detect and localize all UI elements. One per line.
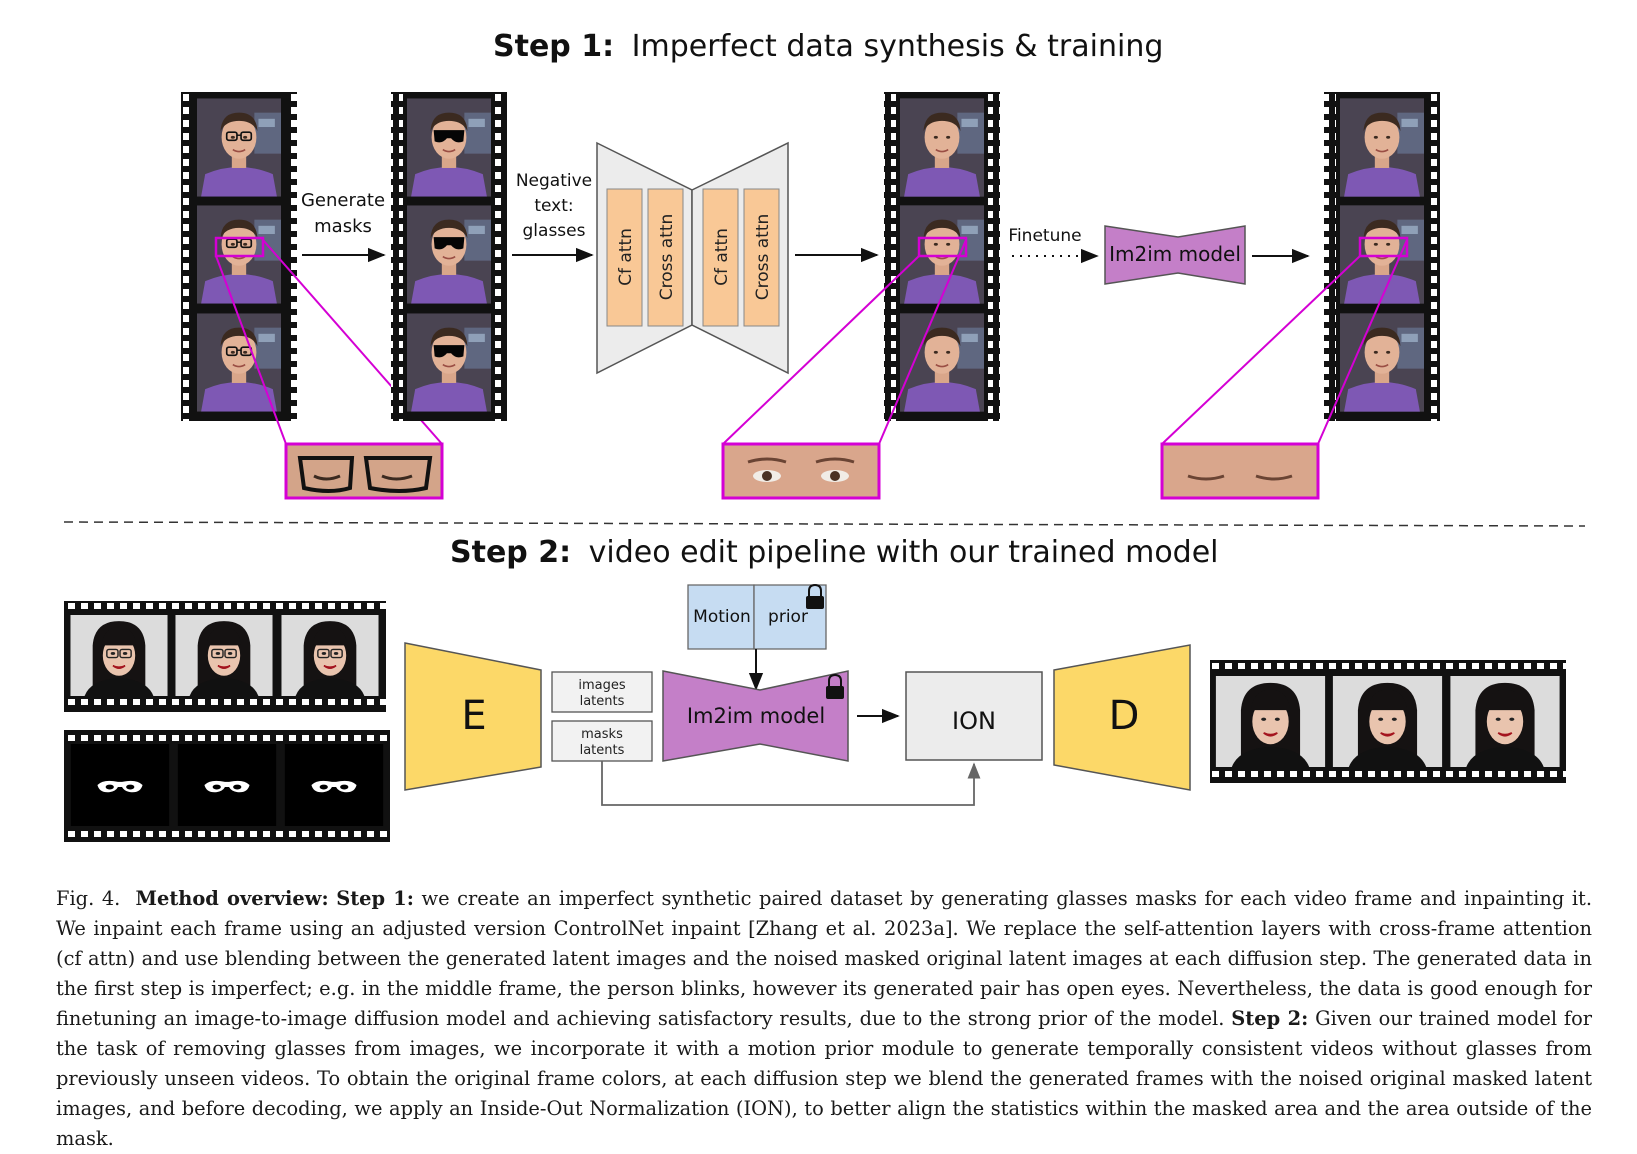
caption-overview: Method overview:: [135, 887, 329, 910]
text-label: text:: [534, 196, 573, 216]
image-latents-box: images latents: [551, 671, 653, 713]
ion-block: ION: [905, 671, 1043, 761]
svg-text:E: E: [461, 693, 486, 739]
film-strip-output: [1324, 92, 1440, 421]
zoom-inset-closed-eyes: [1160, 442, 1320, 500]
zoom-box: [214, 236, 265, 258]
caption-step1: Step 1:: [336, 887, 414, 910]
film-strip-original: [181, 92, 297, 421]
input-video-strip: [64, 601, 386, 712]
film-strip-generated: [884, 92, 1000, 421]
step1-text: Imperfect data synthesis & training: [632, 29, 1164, 64]
mask-video-strip: [64, 730, 390, 842]
cross-attn-label: Cross attn: [657, 214, 677, 301]
mask-skip-arrow: [601, 761, 981, 806]
svg-text:prior: prior: [768, 607, 808, 627]
svg-text:images: images: [578, 678, 625, 693]
im2im-model-block-step2: Im2im model: [662, 670, 849, 762]
im2im-model-block: Im2im model: [1104, 225, 1246, 285]
method-figure: Step 1: Imperfect data synthesis & train…: [63, 29, 1586, 842]
decoder-block: D: [1053, 644, 1191, 791]
encoder-block: E: [404, 642, 542, 791]
zoom-inset-open-eyes: [721, 442, 881, 500]
step2-title: Step 2: video edit pipeline with our tra…: [450, 535, 1219, 570]
step2-prefix: Step 2:: [450, 535, 571, 570]
svg-text:Im2im model: Im2im model: [687, 704, 825, 728]
step1-title: Step 1: Imperfect data synthesis & train…: [493, 29, 1163, 64]
cf-attn-label: Cf attn: [712, 228, 732, 286]
zoom-inset-glasses: [284, 442, 444, 500]
step2-text: video edit pipeline with our trained mod…: [589, 535, 1219, 570]
svg-text:Motion: Motion: [693, 607, 751, 627]
svg-text:ION: ION: [952, 707, 996, 735]
cross-attn-label: Cross attn: [753, 214, 773, 301]
motion-prior-block: Motion prior: [687, 583, 827, 650]
svg-text:D: D: [1109, 693, 1140, 739]
cf-attn-label: Cf attn: [616, 228, 636, 286]
masks-label: masks: [314, 216, 372, 237]
lock-icon: [826, 673, 844, 699]
negative-label: Negative: [516, 171, 592, 191]
generate-label: Generate: [301, 190, 385, 211]
svg-text:masks: masks: [581, 727, 623, 742]
caption-step2: Step 2:: [1231, 1007, 1309, 1030]
finetune-label: Finetune: [1008, 226, 1081, 246]
section-divider: [63, 521, 1586, 527]
figure-caption: Fig. 4. Method overview: Step 1: we crea…: [56, 884, 1592, 1154]
step1-prefix: Step 1:: [493, 29, 614, 64]
svg-text:latents: latents: [580, 743, 625, 758]
zoom-box: [1358, 236, 1409, 258]
caption-part1: we create an imperfect synthetic paired …: [56, 887, 1592, 1030]
film-strip-masked: [391, 92, 507, 421]
zoom-box: [917, 236, 968, 258]
lock-icon: [806, 583, 824, 609]
output-video-strip: [1210, 660, 1566, 783]
controlnet-unet: Cf attn Cross attn Cf attn Cross attn: [596, 141, 789, 375]
glasses-label: glasses: [523, 221, 586, 241]
svg-text:Im2im model: Im2im model: [1109, 242, 1241, 266]
caption-part2: Given our trained model for the task of …: [56, 1007, 1593, 1150]
caption-fig: Fig. 4.: [56, 887, 121, 910]
svg-text:latents: latents: [580, 694, 625, 709]
mask-latents-box: masks latents: [551, 720, 653, 762]
